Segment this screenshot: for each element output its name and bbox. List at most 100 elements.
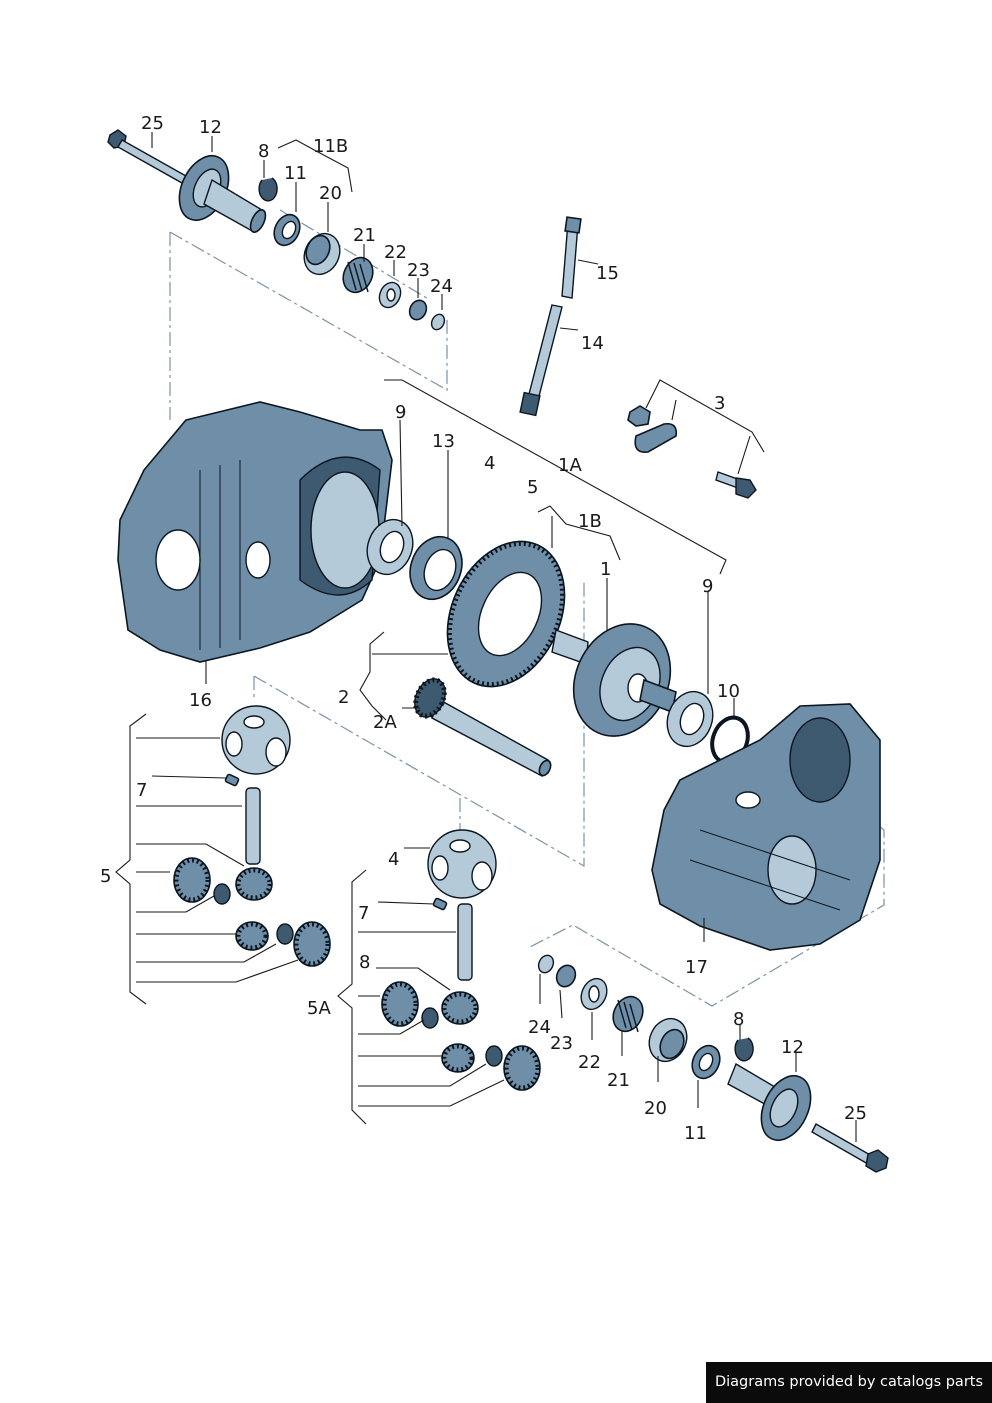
shaft-left [245, 787, 261, 865]
pinion-shaft-2 [413, 677, 552, 777]
pin-7-center [432, 897, 448, 911]
callout-1A: 1A [558, 455, 582, 476]
callout-11B: 11B [313, 136, 348, 157]
callout-21-lower: 21 [607, 1070, 630, 1091]
flange-shaft-lower [727, 1062, 812, 1141]
washer-left [213, 883, 231, 905]
callout-15: 15 [596, 263, 619, 284]
callout-17: 17 [685, 957, 708, 978]
lower-flange-shaft-group [537, 954, 889, 1173]
cone-22-lower [580, 977, 608, 1011]
callout-16: 16 [189, 690, 212, 711]
flange-shaft-upper [178, 155, 267, 234]
callout-4-top: 4 [484, 453, 495, 474]
pin-7-left [224, 773, 240, 787]
cup-20-lower [648, 1017, 688, 1063]
cup-20-upper [303, 232, 341, 276]
callout-12-lower: 12 [781, 1037, 804, 1058]
bearing-9-right [666, 690, 714, 748]
nut [627, 405, 651, 427]
callout-24-upper: 24 [430, 276, 453, 297]
callout-7-left: 7 [136, 780, 147, 801]
callout-9-right: 9 [702, 576, 713, 597]
callout-12-upper: 12 [199, 117, 222, 138]
planet-gear-center-top [441, 991, 479, 1025]
callout-20-upper: 20 [319, 183, 342, 204]
callout-13: 13 [432, 431, 455, 452]
thrust-washer-left [276, 923, 294, 945]
ring-24-lower [537, 954, 555, 974]
callout-2A: 2A [373, 712, 397, 733]
callout-8-upper: 8 [258, 141, 269, 162]
callout-11-upper: 11 [284, 163, 307, 184]
spring-21-upper [342, 256, 374, 294]
axle-gear-left [293, 921, 331, 967]
washer-center [421, 1007, 439, 1029]
spring-21-lower [612, 995, 644, 1033]
upper-flange-shaft-group [107, 129, 446, 331]
callout-10: 10 [717, 681, 740, 702]
drive-shaft-15 [561, 216, 582, 299]
callout-20-lower: 20 [644, 1098, 667, 1119]
thrust-washer-center [485, 1045, 503, 1067]
circlip-lower [734, 1037, 754, 1062]
side-gear-left [173, 857, 211, 903]
callout-25-upper: 25 [141, 113, 164, 134]
bracket-plate [634, 422, 678, 453]
spider-gear-set-5A [381, 829, 541, 1091]
callout-labels: 25 12 8 11B 11 20 21 22 23 24 15 14 3 9 … [100, 113, 867, 1144]
callout-9-left: 9 [395, 402, 406, 423]
ring-24-upper [430, 313, 446, 331]
bolt-small [715, 471, 757, 499]
callout-5-left: 5 [100, 866, 111, 887]
bearing-13 [409, 535, 463, 601]
washer-23-lower [555, 964, 577, 988]
planet-gear-left-top [235, 867, 273, 901]
callout-22-upper: 22 [384, 242, 407, 263]
callout-4-center: 4 [388, 849, 399, 870]
callout-25-lower: 25 [844, 1103, 867, 1124]
callout-8-center: 8 [359, 952, 370, 973]
circlip-upper [258, 177, 278, 202]
callout-5A: 5A [307, 998, 331, 1019]
axle-gear-center [503, 1045, 541, 1091]
callout-7-center: 7 [358, 903, 369, 924]
callout-1B: 1B [578, 511, 602, 532]
credit-banner: Diagrams provided by catalogs parts [706, 1362, 992, 1403]
diff-carrier-4-center [427, 829, 497, 899]
bracket-group-3 [627, 405, 757, 499]
callout-8-lower: 8 [733, 1009, 744, 1030]
diff-carrier-4-left [221, 705, 291, 775]
callout-23-upper: 23 [407, 260, 430, 281]
differential-housing-1 [551, 623, 677, 737]
callout-3: 3 [714, 393, 725, 414]
callout-24-lower: 24 [528, 1017, 551, 1038]
planet-gear-center-bottom [441, 1043, 475, 1073]
callout-21-upper: 21 [353, 225, 376, 246]
planet-gear-left-bottom [235, 921, 269, 951]
callout-1: 1 [600, 559, 611, 580]
callout-2: 2 [338, 687, 349, 708]
callout-14: 14 [581, 333, 604, 354]
drive-gear-shaft-14 [519, 304, 563, 417]
bolt-upper [107, 129, 187, 184]
gearbox-housing-16 [117, 401, 393, 663]
bearing-11-upper [273, 213, 301, 247]
crown-gear-1B [446, 540, 566, 688]
assembly-lines [169, 209, 885, 1007]
callout-5-top: 5 [527, 477, 538, 498]
leader-lines [115, 132, 857, 1142]
washer-23-upper [408, 299, 428, 321]
bearing-11-lower [691, 1044, 721, 1080]
bearing-9-left [366, 518, 414, 576]
callout-11-lower: 11 [684, 1123, 707, 1144]
cone-22-upper [378, 281, 402, 309]
spider-gear-set-5 [173, 705, 331, 967]
side-gear-center [381, 981, 419, 1027]
callout-23-lower: 23 [550, 1033, 573, 1054]
gearbox-housing-17 [651, 703, 881, 951]
callout-22-lower: 22 [578, 1052, 601, 1073]
bolt-lower [811, 1123, 889, 1173]
shaft-center [457, 903, 473, 981]
